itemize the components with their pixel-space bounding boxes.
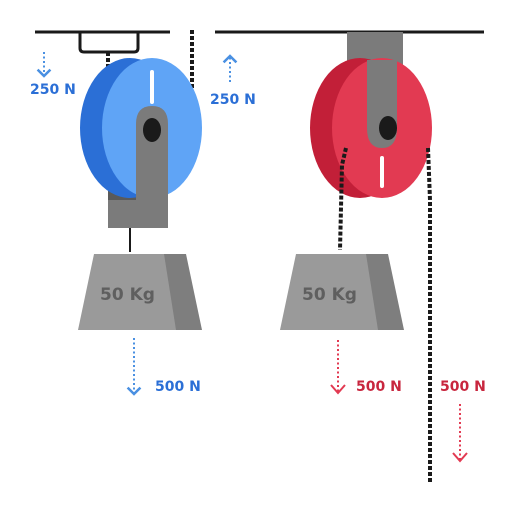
left-ceiling-hook	[78, 32, 140, 54]
right-force-label-2: 500 N	[440, 379, 486, 395]
left-pulley-system: 50 Kg 250 N 250 N 500 N	[30, 30, 256, 396]
right-pulley-system: 50 Kg 500 N 500 N	[215, 30, 486, 482]
right-weight-label: 50 Kg	[302, 285, 357, 305]
left-force-label-1: 250 N	[30, 82, 76, 98]
right-force-label-1: 500 N	[356, 379, 402, 395]
right-rope-pull	[426, 147, 432, 482]
right-weight-front	[280, 254, 378, 330]
right-rope-load	[338, 147, 348, 251]
right-axle	[379, 116, 397, 140]
left-weight-front	[78, 254, 176, 330]
left-force-label-2: 250 N	[210, 92, 256, 108]
left-frame-front	[108, 200, 148, 228]
left-weight-label: 50 Kg	[100, 285, 155, 305]
right-arrow-500-rope	[452, 404, 468, 463]
left-force-label-3: 500 N	[155, 379, 201, 395]
left-axle	[143, 118, 161, 142]
right-arrow-500-load	[330, 340, 346, 395]
left-pulley-arm	[136, 106, 168, 228]
